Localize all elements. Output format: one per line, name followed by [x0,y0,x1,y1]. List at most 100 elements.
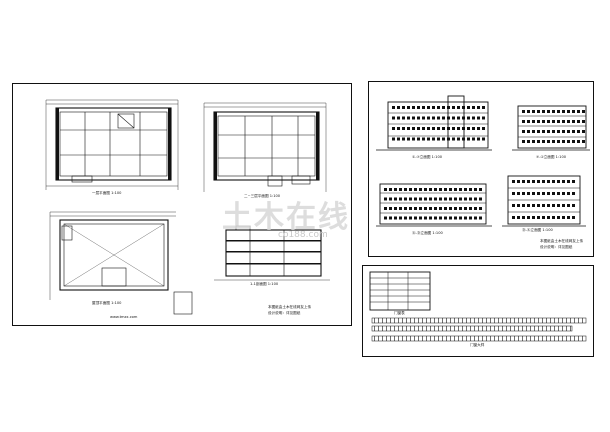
schedule-tick [510,336,511,341]
elevation-window [464,207,467,210]
schedule-tick [530,336,531,341]
strip-title: 门窗大样 [470,343,485,347]
elevation-window [517,192,520,195]
schedule-tick [394,326,395,331]
elevation-window [459,207,462,210]
schedule-tick [554,318,555,323]
elevation-window [424,197,427,201]
elevation-window [399,216,402,220]
elevation-window [542,120,545,123]
elevation-window [389,216,392,220]
schedule-tick [382,336,383,341]
elevation-window [542,204,545,207]
schedule-tick [402,336,403,341]
schedule-tick [490,318,491,323]
elevation-window [439,197,442,201]
elevation-window [447,137,450,141]
elevation-window [399,197,402,201]
elevation-window [567,130,570,133]
elevation-window [474,207,477,210]
elevation-window [422,127,425,130]
elevation-window [412,127,415,130]
elevation-window [537,216,540,219]
elevation-window [482,137,485,141]
schedule-tick [398,336,399,341]
schedule-tick [422,318,423,323]
schedule-tick [498,336,499,341]
elevation-window [457,116,460,120]
schedule-tick [470,318,471,323]
schedule-tick [526,318,527,323]
elevation-window [384,197,387,201]
elevation-window [432,127,435,130]
elevation-window [577,140,580,143]
elevation-window [419,197,422,201]
schedule-tick [450,318,451,323]
schedule-tick [374,318,375,323]
schedule-tick [498,326,499,331]
schedule-tick [542,326,543,331]
schedule-tick [446,318,447,323]
elevation-window [477,137,480,141]
elevation-window [532,120,535,123]
elevation-window [427,137,430,141]
schedule-tick [538,318,539,323]
elevation-window [472,116,475,120]
elevation-window [429,197,432,201]
watermark-url: co188.com [278,230,328,240]
elevation-window [389,188,392,191]
schedule-tick [542,318,543,323]
elevation-window [454,188,457,191]
elevation-window [417,127,420,130]
schedule-tick [478,318,479,323]
elevation-window [394,216,397,220]
elevation-window [512,192,515,195]
elevation-window [442,127,445,130]
elevation-window [572,140,575,143]
elevation-window [397,106,400,109]
schedule-tick [422,336,423,341]
elevation-window [522,110,525,113]
elevation-window [434,188,437,191]
elevation-window [562,180,565,183]
schedule-tick [570,336,571,341]
elevation-window [449,197,452,201]
note-design: 设计说明：详见图纸 [268,311,301,315]
schedule-tick [386,336,387,341]
schedule-tick [418,326,419,331]
schedule-tick [414,318,415,323]
schedule-tick [534,336,535,341]
elevation-window [562,120,565,123]
elevation-window [454,207,457,210]
schedule-tick [438,326,439,331]
elevation-window [527,192,530,195]
elevation-window [419,207,422,210]
schedule-tick [546,326,547,331]
elevation-window [467,127,470,130]
schedule-tick [522,326,523,331]
schedule-tick [562,326,563,331]
elevation-window [567,140,570,143]
schedule-tick [546,318,547,323]
elevation-window [409,216,412,220]
elevation-window [572,216,575,219]
schedule-tick [382,318,383,323]
schedule-tick [426,326,427,331]
elevation-window [469,197,472,201]
schedule-title: 门窗表 [394,311,405,315]
schedule-tick [514,318,515,323]
elevation-window [477,116,480,120]
schedule-tick [518,336,519,341]
schedule-tick [478,336,479,341]
elevation4-title: Ⓓ-Ⓐ立面图 1:100 [522,228,553,232]
elevation-window [477,127,480,130]
schedule-tick [454,318,455,323]
elevation-window [459,216,462,220]
elevation-window [457,106,460,109]
elevation-window [384,188,387,191]
schedule-tick [550,336,551,341]
elevation-window [452,137,455,141]
elevation-window [439,216,442,220]
schedule-tick [570,326,571,331]
schedule-tick [470,336,471,341]
